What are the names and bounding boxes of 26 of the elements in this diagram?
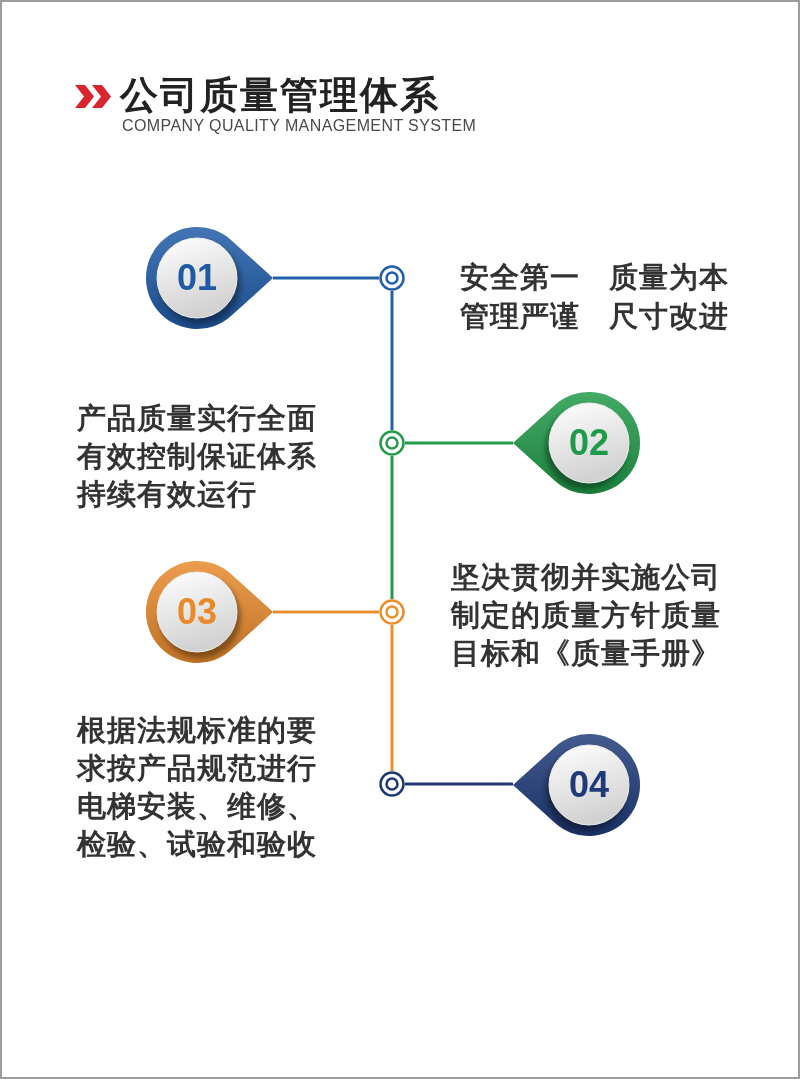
connector-line <box>405 441 513 445</box>
step-number: 02 <box>568 425 609 461</box>
pin-marker <box>513 391 641 495</box>
description-text: 管理严谨 尺寸改进 <box>460 299 730 334</box>
connector-line <box>390 625 394 771</box>
page-title: 公司质量管理体系 <box>120 73 440 118</box>
connector-line <box>273 610 379 614</box>
pin-marker <box>145 226 273 330</box>
description-text: 根据法规标准的要求按产品规范进行电梯安装、维修、检验、试验和验收 <box>77 713 318 862</box>
step-number: 03 <box>176 594 217 630</box>
step-number: 04 <box>568 767 609 803</box>
step-number: 01 <box>176 260 217 296</box>
connector-line <box>273 276 379 280</box>
description-text: 产品质量实行全面有效控制保证体系持续有效运行 <box>77 401 318 512</box>
ring-node <box>379 599 405 625</box>
pin-marker <box>145 560 273 664</box>
description-text: 安全第一 质量为本 <box>460 260 730 295</box>
ring-node <box>379 265 405 291</box>
description-text: 坚决贯彻并实施公司制定的质量方针质量目标和《质量手册》 <box>451 560 722 671</box>
page-subtitle: COMPANY QUALITY MANAGEMENT SYSTEM <box>122 117 477 135</box>
connector-line <box>405 782 513 786</box>
connector-line <box>390 291 394 430</box>
ring-node <box>379 771 405 797</box>
ring-node <box>379 430 405 456</box>
pin-marker <box>513 733 641 837</box>
connector-line <box>390 456 394 599</box>
